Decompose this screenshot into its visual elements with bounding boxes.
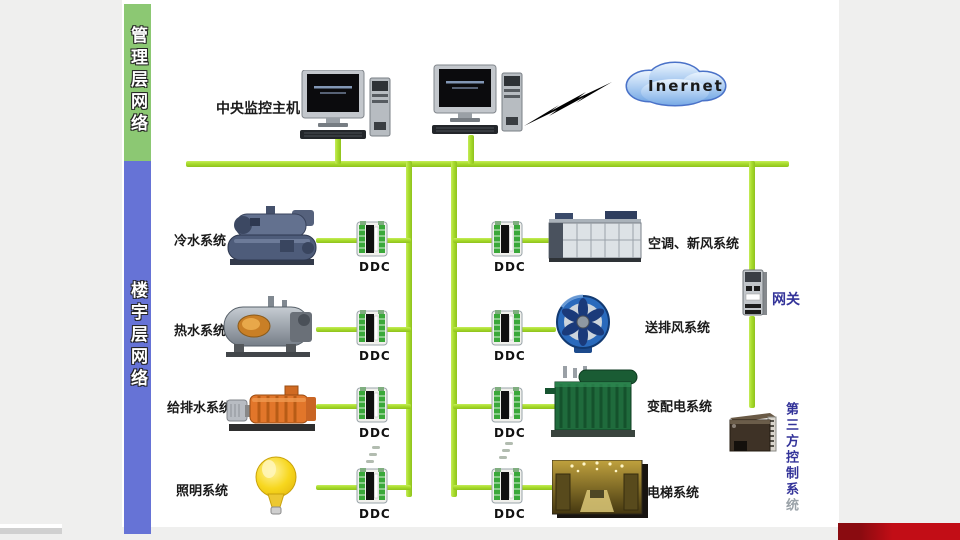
air-handler-image: [548, 211, 642, 262]
ddc-label: DDC: [494, 349, 526, 363]
ddc-box: [356, 387, 388, 423]
ddc-label: DDC: [359, 260, 391, 274]
ddc-box: [491, 310, 523, 346]
pump-image: [226, 385, 316, 431]
ddc-box: [491, 468, 523, 504]
boiler-image: [223, 296, 312, 357]
third-party-system-label: 第三方控制系统: [783, 402, 798, 514]
building-network-label: 楼宇层网络: [127, 281, 147, 391]
ddc-label: DDC: [494, 507, 526, 521]
chiller-image: [227, 206, 317, 265]
internet-cloud-icon: [625, 61, 727, 107]
ddc-label: DDC: [494, 260, 526, 274]
ddc-box: [356, 310, 388, 346]
system-label-chilled-water: 冷水系统: [174, 234, 227, 249]
continuation-dots: [366, 446, 382, 467]
bulb-image: [255, 456, 297, 515]
workstation-drop-line: [468, 135, 474, 164]
central-host-label: 中央监控主机: [216, 101, 300, 117]
system-label-water-supply-drainage: 给排水系统: [167, 401, 233, 416]
central-host-computer-icon: [300, 70, 391, 140]
building-network-bar: 楼宇层网络: [124, 161, 151, 534]
gateway-drop-line-upper: [749, 161, 755, 271]
bottom-left-strip: [0, 528, 62, 534]
system-label-power-distribution: 变配电系统: [647, 400, 713, 415]
host-drop-line: [335, 137, 341, 164]
management-network-label: 管理层网络: [127, 26, 147, 136]
internet-cloud-label: Inernet: [648, 77, 724, 95]
ddc-label: DDC: [359, 426, 391, 440]
fan-image: [556, 294, 610, 353]
third-party-controller-image: [729, 413, 777, 452]
transformer-image: [545, 366, 638, 437]
lightning-link-icon: [524, 82, 612, 126]
ddc-box: [356, 468, 388, 504]
continuation-dots: [499, 442, 515, 463]
bottom-red-accent-bar: [838, 523, 960, 540]
gateway-device-image: [742, 269, 767, 316]
gateway-drop-line-lower: [749, 316, 755, 408]
ddc-label: DDC: [359, 349, 391, 363]
ddc-label: DDC: [359, 507, 391, 521]
elevator-image: [552, 460, 648, 518]
system-label-ac-fresh-air: 空调、新风系统: [648, 237, 740, 252]
system-label-hot-water: 热水系统: [174, 324, 227, 339]
ddc-label: DDC: [494, 426, 526, 440]
management-network-bar: 管理层网络: [124, 4, 151, 161]
ddc-box: [491, 387, 523, 423]
system-label-supply-exhaust-fan: 送排风系统: [645, 321, 711, 336]
system-label-elevator: 电梯系统: [647, 486, 700, 501]
main-bus-line: [186, 161, 789, 167]
system-label-lighting: 照明系统: [176, 484, 229, 499]
gateway-label: 网关: [772, 292, 800, 308]
ddc-box: [491, 221, 523, 257]
workstation-computer-icon: [432, 64, 523, 135]
bottom-left-strip: [0, 524, 62, 528]
ddc-box: [356, 221, 388, 257]
